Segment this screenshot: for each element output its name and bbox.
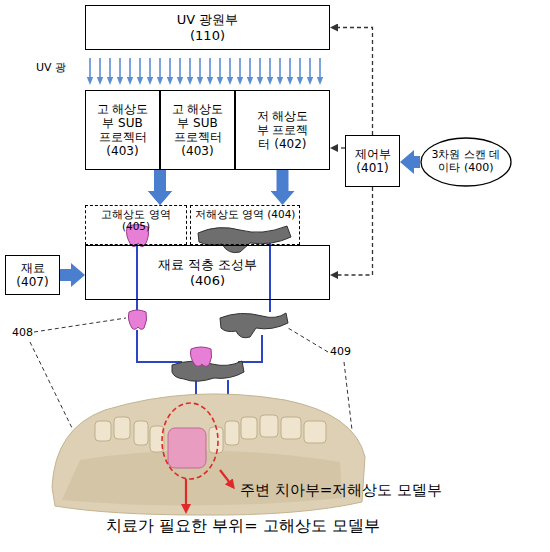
gum-piece: [220, 313, 288, 338]
gum-piece: [198, 226, 291, 253]
light-label: UV 광: [36, 62, 66, 74]
tooth-piece: [128, 310, 146, 329]
flow-line: [269, 243, 271, 312]
flow-line: [136, 245, 138, 312]
region-box: 저해상도 영역 (404): [190, 205, 300, 245]
node-text: 저해상도 영역 (404): [195, 208, 296, 220]
tooth: [95, 421, 111, 441]
callout-number: 408: [12, 327, 33, 339]
control-arrow: [338, 187, 373, 275]
region-box: 고해상도 영역 (405): [85, 205, 187, 245]
tooth: [134, 421, 148, 445]
leader-lines: [30, 318, 352, 430]
material-box: 재료 (407): [5, 255, 60, 295]
pointer-arrow: [185, 479, 187, 506]
node-text: UV 광원부 (110): [168, 12, 248, 43]
controller-box: 제어부 (401): [345, 135, 400, 187]
control-arrow: [338, 28, 373, 136]
flow-line: [238, 335, 262, 362]
tooth: [114, 417, 130, 439]
dental-model: [52, 394, 365, 515]
node-text: 고 해상도부 SUB 프로젝터 (403): [170, 102, 225, 159]
leader-line: [30, 342, 72, 428]
projector-box: 저 해상도부 프로젝터 (402): [235, 90, 330, 170]
annotation-text: 주변 치아부=저해상도 모델부: [240, 482, 442, 499]
flow-arrow: [154, 170, 166, 191]
flow-arrow: [154, 170, 166, 191]
tooth: [304, 421, 326, 443]
projector-box: 고 해상도부 SUB 프로젝터 (403): [160, 90, 235, 170]
combined-tooth-piece: [191, 347, 212, 366]
tooth: [209, 427, 223, 453]
leader-line: [34, 318, 126, 332]
flow-line: [137, 330, 182, 362]
flow-arrow: [60, 269, 71, 281]
stacking-unit-box: 재료 적층 조성부 (406): [85, 245, 330, 300]
data-ellipse: 3차원 스캔 데이타 (400): [420, 137, 512, 187]
model-teeth: [95, 415, 326, 453]
node-text: 저 해상도부 프로젝터 (402): [255, 109, 310, 151]
treatment-highlight: [162, 403, 218, 479]
pointer-arrows: [186, 470, 230, 506]
leader-line: [344, 362, 352, 430]
node-text: 고 해상도부 SUB 프로젝터 (403): [95, 102, 150, 159]
node-text: 3차원 스캔 데이타 (400): [430, 149, 502, 175]
pointer-arrow: [220, 470, 230, 483]
tooth: [260, 415, 278, 437]
model-base: [52, 394, 365, 515]
node-text: 제어부 (401): [349, 147, 397, 175]
node-text: 재료 적층 조성부 (406): [152, 257, 264, 288]
tooth: [225, 421, 239, 445]
uv-light-rays: [87, 58, 323, 85]
callout-number: 409: [330, 346, 351, 358]
node-text: 재료 (407): [13, 261, 53, 289]
ellipse-shape: [421, 138, 511, 186]
projector-box: 고 해상도부 SUB 프로젝터 (403): [85, 90, 160, 170]
light-source-box: UV 광원부 (110): [85, 5, 330, 50]
flow-arrow: [277, 170, 289, 191]
annotation-text: 치료가 필요한 부위= 고해상도 모델부: [106, 517, 380, 535]
flow-arrow: [414, 156, 420, 168]
control-arrow: [338, 147, 345, 148]
leader-line: [288, 328, 328, 352]
treatment-area: [168, 428, 206, 468]
node-text: 고해상도 영역 (405): [86, 208, 186, 233]
tooth: [281, 417, 301, 439]
tooth: [241, 417, 257, 439]
